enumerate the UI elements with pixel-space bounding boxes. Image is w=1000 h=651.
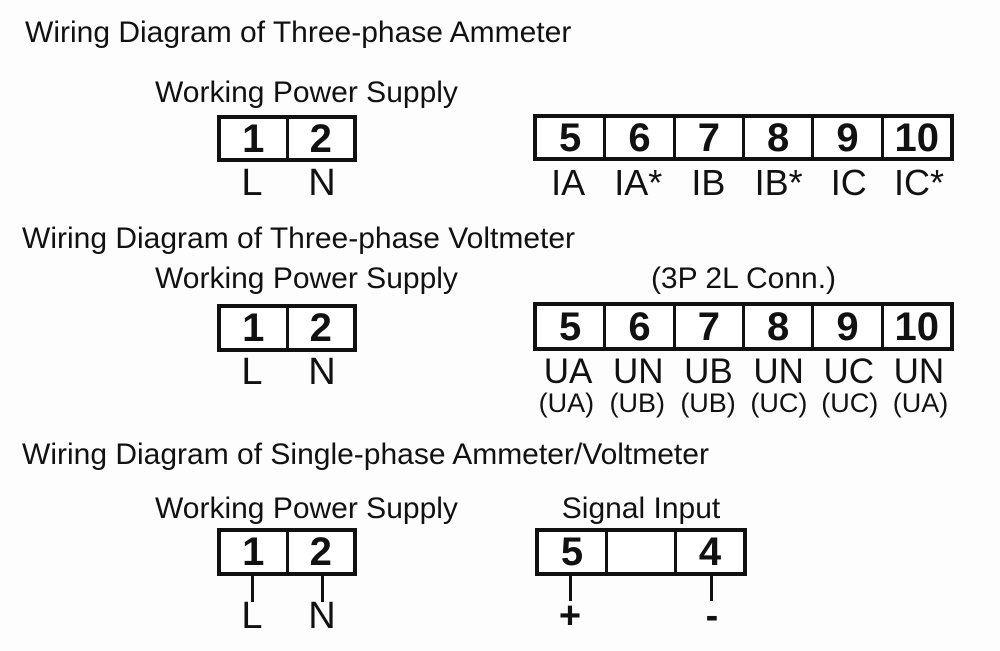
terminal-alt-label: (UB) (680, 388, 736, 418)
terminal-cell: 1 (242, 532, 265, 572)
lead-line-minus (710, 576, 713, 601)
terminal-block-power: 1 2 (217, 304, 357, 352)
connection-mode-label: (3P 2L Conn.) (650, 262, 837, 295)
lead-line-L (251, 576, 254, 602)
terminal-cell: 1 (242, 308, 265, 348)
voltage-terminal-labels: UA UN UB UN UC UN (533, 352, 954, 392)
section-title-three-phase-ammeter: Wiring Diagram of Three-phase Ammeter (25, 16, 572, 49)
terminal-cell: 10 (880, 118, 950, 157)
working-power-supply-label: Working Power Supply (155, 492, 458, 525)
terminal-cell: 7 (672, 306, 742, 347)
terminal-cell: 2 (285, 308, 354, 348)
terminal-label: UC (823, 352, 875, 391)
terminal-block-voltage-inputs: 5 6 7 8 9 10 (533, 302, 954, 351)
terminal-label: IB* (754, 162, 803, 203)
terminal-label: UN (753, 352, 804, 391)
terminal-label: IC* (893, 162, 944, 203)
section-title-three-phase-voltmeter: Wiring Diagram of Three-phase Voltmeter (22, 222, 576, 255)
terminal-label: L (241, 351, 263, 393)
lead-line-plus (569, 576, 572, 601)
terminal-cell: 9 (811, 306, 880, 347)
terminal-cell: 4 (674, 532, 743, 572)
minus-terminal-label: - (705, 595, 719, 637)
terminal-cell: 6 (603, 306, 672, 347)
terminal-cell: 2 (285, 119, 354, 158)
terminal-alt-label: (UC) (750, 388, 808, 418)
terminal-cell: 6 (603, 118, 672, 157)
terminal-block-power: 1 2 (217, 528, 357, 576)
power-terminal-labels: L N (217, 162, 357, 205)
terminal-label: UA (543, 352, 593, 391)
terminal-label: UB (684, 352, 733, 391)
terminal-label: IA (551, 162, 586, 203)
terminal-label: UN (612, 352, 664, 391)
working-power-supply-label: Working Power Supply (155, 262, 458, 295)
lead-line-N (321, 576, 324, 602)
terminal-block-signal-input: 5 4 (535, 528, 747, 576)
terminal-alt-label: (UC) (821, 388, 879, 418)
plus-terminal-label: + (558, 595, 582, 637)
current-terminal-labels: IA IA* IB IB* IC IC* (533, 163, 954, 203)
terminal-cell: 8 (741, 306, 811, 347)
terminal-cell: 10 (880, 306, 950, 347)
terminal-cell: 5 (559, 306, 582, 347)
terminal-block-power: 1 2 (217, 115, 357, 162)
terminal-cell: 8 (741, 118, 811, 157)
terminal-label: IC (830, 162, 867, 203)
terminal-label: IA* (614, 162, 663, 203)
section-title-single-phase: Wiring Diagram of Single-phase Ammeter/V… (22, 438, 709, 471)
terminal-block-current-inputs: 5 6 7 8 9 10 (533, 114, 954, 161)
power-terminal-labels: L N (217, 351, 357, 394)
terminal-label: L (241, 162, 263, 204)
signal-input-label: Signal Input (561, 492, 721, 525)
terminal-alt-label: (UA) (538, 388, 595, 418)
voltage-terminal-alt-labels: (UA) (UB) (UB) (UC) (UC) (UA) (531, 388, 956, 419)
terminal-cell-blank (605, 532, 674, 572)
terminal-cell: 1 (242, 119, 265, 158)
terminal-alt-label: (UA) (892, 388, 949, 418)
terminal-cell: 5 (560, 532, 584, 572)
terminal-label: N (308, 162, 336, 204)
terminal-label: N (308, 351, 336, 393)
terminal-label: UN (893, 352, 945, 391)
working-power-supply-label: Working Power Supply (155, 76, 458, 109)
signal-polarity-labels: + - (535, 595, 747, 638)
power-terminal-labels: L N (217, 595, 357, 638)
terminal-label: L (241, 595, 263, 637)
terminal-label: N (308, 595, 336, 637)
terminal-cell: 5 (559, 118, 582, 157)
terminal-label: IB (691, 162, 726, 203)
terminal-cell: 2 (285, 532, 354, 572)
terminal-cell: 9 (811, 118, 880, 157)
terminal-cell: 7 (672, 118, 742, 157)
terminal-alt-label: (UB) (609, 388, 665, 418)
